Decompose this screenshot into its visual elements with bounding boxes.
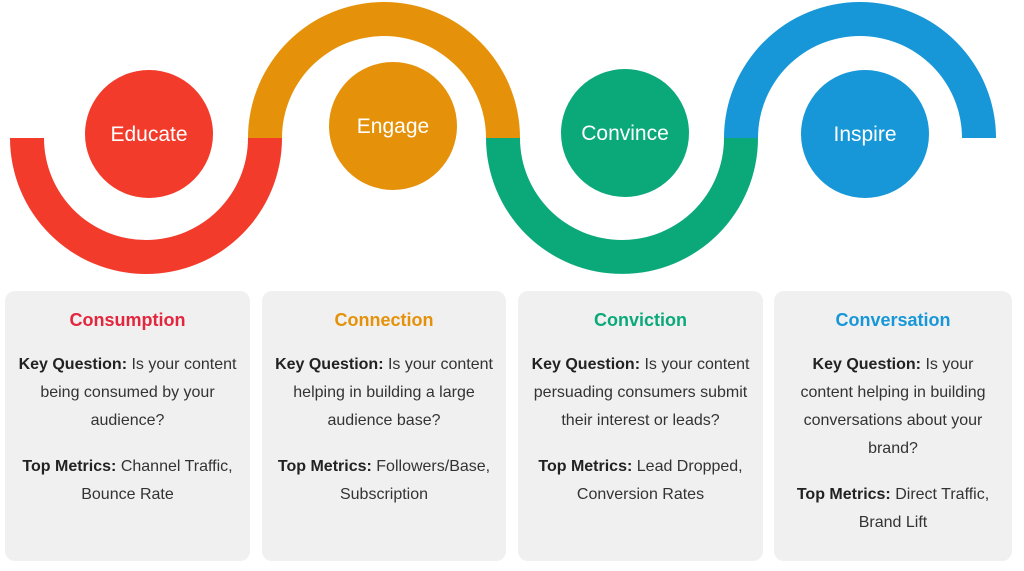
key-question: Key Question: Is your content helping in… — [786, 351, 1000, 463]
label-educate: Educate — [110, 123, 187, 146]
circle-educate — [85, 70, 213, 198]
top-metrics-label: Top Metrics: — [22, 458, 117, 475]
card-title: Conversation — [835, 310, 951, 330]
key-question-text: Is your content helping in building a la… — [293, 356, 493, 429]
top-metrics-text: Direct Traffic, Brand Lift — [858, 486, 990, 531]
top-metrics-label: Top Metrics: — [796, 486, 891, 503]
key-question-label: Key Question: — [275, 356, 384, 373]
card-conversation: Conversation Key Question: Is your conte… — [774, 291, 1012, 561]
key-question-label: Key Question: — [18, 356, 128, 373]
key-question-text: Is your content persuading consumers sub… — [533, 356, 750, 429]
key-question-text: Is your content being consumed by your a… — [40, 356, 237, 429]
card-connection: Connection Key Question: Is your content… — [262, 291, 506, 561]
key-question-label: Key Question: — [531, 356, 641, 373]
wave-arc-inspire — [724, 2, 996, 138]
label-inspire: Inspire — [833, 123, 896, 146]
key-question: Key Question: Is your content being cons… — [17, 351, 238, 435]
key-question: Key Question: Is your content persuading… — [530, 351, 751, 435]
top-metrics: Top Metrics: Lead Dropped, Conversion Ra… — [530, 453, 751, 509]
top-metrics-label: Top Metrics: — [538, 458, 633, 475]
key-question-label: Key Question: — [812, 356, 921, 373]
top-metrics: Top Metrics: Direct Traffic, Brand Lift — [786, 481, 1000, 537]
circle-convince — [561, 69, 689, 197]
wave-ribbon: Educate Engage Convince Inspire — [10, 2, 996, 274]
label-convince: Convince — [581, 122, 669, 145]
top-metrics-text: Lead Dropped, Conversion Rates — [576, 458, 743, 503]
card-conviction: Conviction Key Question: Is your content… — [518, 291, 763, 561]
key-question-text: Is your content helping in building conv… — [800, 356, 986, 457]
label-engage: Engage — [357, 115, 429, 138]
wave-arc-engage — [248, 2, 520, 138]
card-title: Conviction — [594, 310, 687, 330]
key-question: Key Question: Is your content helping in… — [274, 351, 494, 435]
wave-arc-convince — [486, 138, 758, 274]
card-title: Connection — [334, 310, 434, 330]
top-metrics-text: Channel Traffic, Bounce Rate — [81, 458, 233, 503]
top-metrics-label: Top Metrics: — [277, 458, 372, 475]
card-title: Consumption — [69, 310, 186, 330]
top-metrics: Top Metrics: Channel Traffic, Bounce Rat… — [17, 453, 238, 509]
wave-arc-educate — [10, 138, 282, 274]
circle-engage — [329, 62, 457, 190]
circle-inspire — [801, 70, 929, 198]
card-consumption: Consumption Key Question: Is your conten… — [5, 291, 250, 561]
top-metrics-text: Followers/Base, Subscription — [339, 458, 491, 503]
top-metrics: Top Metrics: Followers/Base, Subscriptio… — [274, 453, 494, 509]
